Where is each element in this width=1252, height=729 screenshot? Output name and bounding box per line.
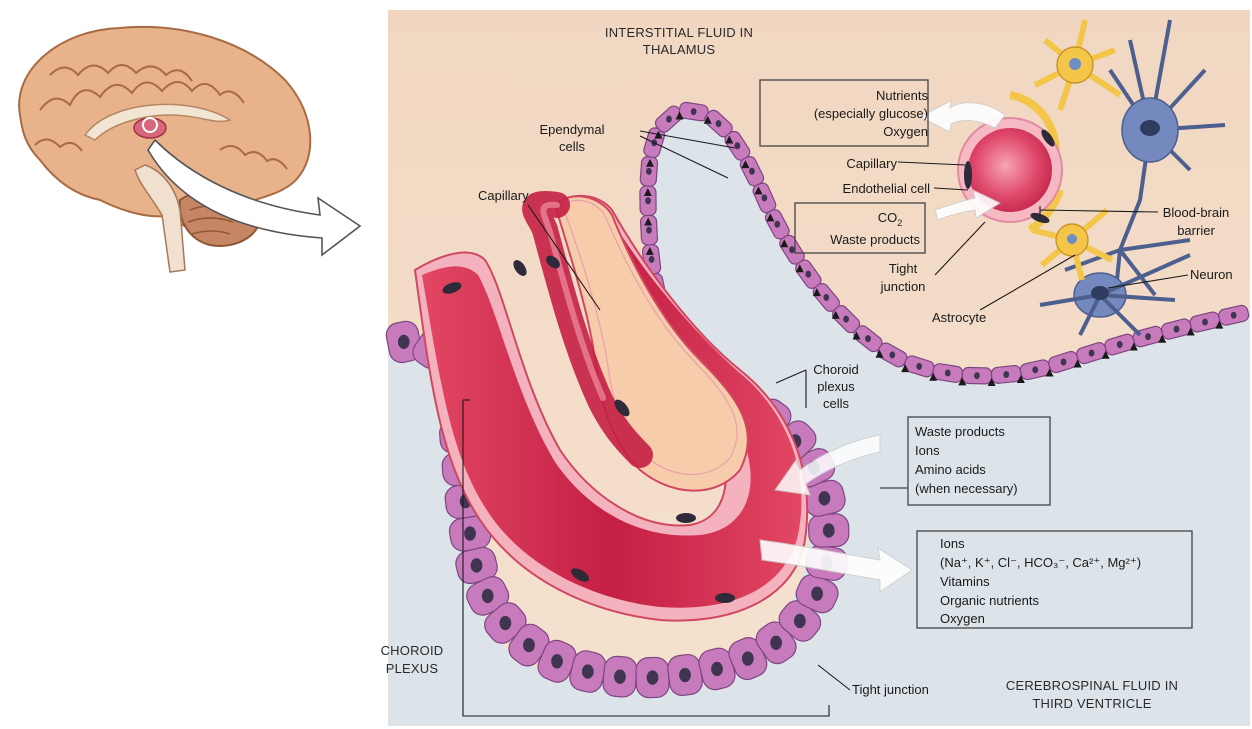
ependymal-cell-nucleus [749,168,755,175]
ependymal-label-line1: Ependymal [539,122,604,137]
ions-box-line3: Vitamins [940,574,990,589]
nutrients-line1: Nutrients [876,88,929,103]
ions-box-line5: Oxygen [940,611,985,626]
neuron-label: Neuron [1190,267,1233,282]
choroid-cell-nucleus [819,491,831,505]
brain-sagittal-illustration [19,27,360,272]
waste-box-line2: Ions [915,443,940,458]
ependymal-cell-nucleus [1061,359,1067,366]
ependymal-cell-nucleus [666,116,672,123]
ependymal-cell-nucleus [716,120,722,127]
ependymal-cell-nucleus [974,372,980,379]
interstitial-label-line1: INTERSTITIAL FLUID IN [605,25,753,40]
choroid-cell-nucleus [471,558,483,572]
choroid-cell-nucleus [823,523,835,537]
choroid-cell-nucleus [500,616,512,630]
ependymal-cell-nucleus [649,256,655,263]
ependymal-cell-nucleus [916,363,922,370]
csf-label-line1: CEREBROSPINAL FLUID IN [1006,678,1178,693]
ependymal-cell-nucleus [762,194,768,201]
ependymal-cell-nucleus [865,335,871,342]
ions-box-line4: Organic nutrients [940,593,1039,608]
choroid-cell-nucleus [464,526,476,540]
ependymal-cell-nucleus [1174,326,1180,333]
ependymal-cell-nucleus [1032,366,1038,373]
ependymal-cell-nucleus [805,271,811,278]
ependymal-cell-nucleus [646,168,652,175]
ependymal-label-line2: cells [559,139,586,154]
ependymal-cell-nucleus [945,370,951,377]
choroid-cell-nucleus [794,614,806,628]
nutrients-line3: Oxygen [883,124,928,139]
ependymal-cell-nucleus [789,246,795,253]
tight-junction-top-line2: junction [880,279,926,294]
choroid-cells-line1: Choroid [813,362,859,377]
ependymal-cell-nucleus [1117,341,1123,348]
nutrients-line2: (especially glucose) [814,106,928,121]
ependymal-cell-nucleus [646,227,652,234]
choroid-cell-nucleus [582,664,594,678]
ions-box-title: Ions [940,536,965,551]
choroid-plexus-label-line1: CHOROID [381,643,444,658]
waste-products-top-label: Waste products [830,232,920,247]
choroid-cell-nucleus [679,668,691,682]
endothelial-label: Endothelial cell [843,181,931,196]
capillary-right-label: Capillary [846,156,897,171]
ependymal-cell-nucleus [645,197,651,204]
choroid-cell-nucleus [647,670,659,684]
choroid-cells-line3: cells [823,396,850,411]
choroid-cell-nucleus [398,335,410,349]
ependymal-cell-nucleus [1089,350,1095,357]
choroid-cell-nucleus [551,654,563,668]
choroid-cell-nucleus [811,586,823,600]
blood-brain-label-line1: Blood-brain [1163,205,1230,220]
ions-formula: (Na⁺, K⁺, Cl⁻, HCO₃⁻, Ca²⁺, Mg²⁺) [940,555,1141,570]
csf-label-line2: THIRD VENTRICLE [1032,696,1151,711]
ependymal-cell-nucleus [691,108,697,115]
waste-box-line3: Amino acids [915,462,986,477]
ependymal-cell-nucleus [774,221,780,228]
choroid-cell-nucleus [770,636,782,650]
choroid-cells-line2: plexus [817,379,855,394]
choroid-cell-nucleus [742,651,754,665]
astrocyte-label: Astrocyte [932,310,986,325]
ependymal-cell-nucleus [843,316,849,323]
interstitial-label-line2: THALAMUS [643,42,716,57]
ependymal-cell-nucleus [734,142,740,149]
choroid-cell-nucleus [482,589,494,603]
ependymal-cell-nucleus [1145,333,1151,340]
tight-junction-top-line1: Tight [889,261,918,276]
choroid-cell-nucleus [523,638,535,652]
tight-junction-bottom-label: Tight junction [852,682,929,697]
ependymal-cell-nucleus [1003,371,1009,378]
blood-brain-label-line2: barrier [1177,223,1215,238]
ependymal-cell-nucleus [1231,312,1237,319]
ependymal-cell-nucleus [823,294,829,301]
choroid-plexus-label-line2: PLEXUS [386,661,439,676]
choroid-cell-nucleus [711,662,723,676]
choroid-cell-nucleus [614,669,626,683]
waste-box-line1: Waste products [915,424,1005,439]
ependymal-cell-nucleus [889,351,895,358]
waste-box-line4: (when necessary) [915,481,1018,496]
capillary-left-label: Capillary [478,188,529,203]
ependymal-cell-nucleus [1202,318,1208,325]
